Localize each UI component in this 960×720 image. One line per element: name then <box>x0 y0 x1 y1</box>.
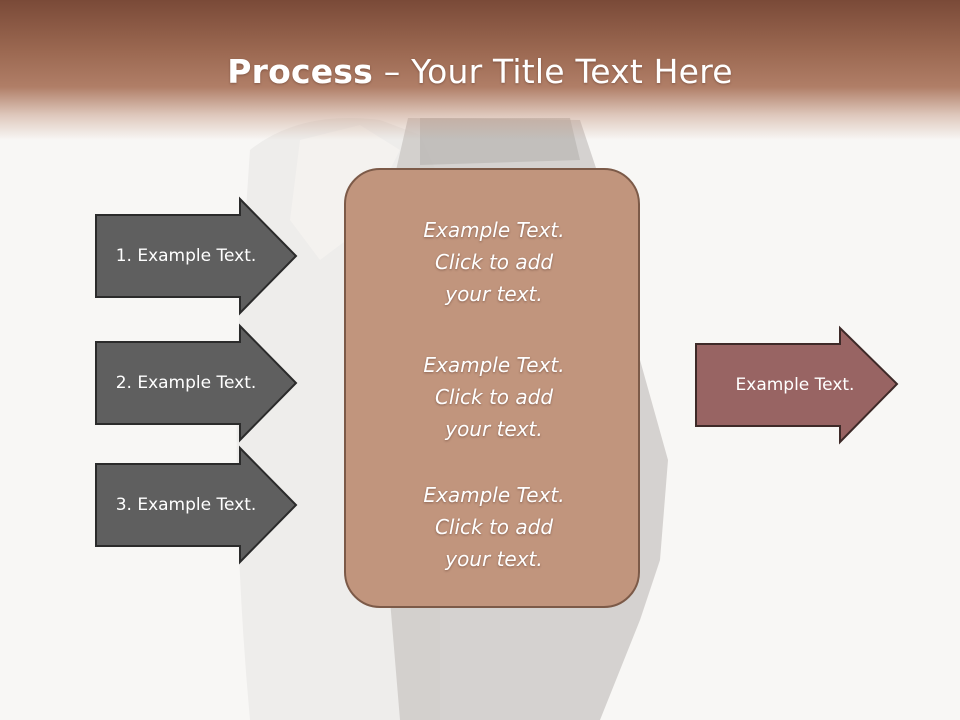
slide-title: Process – Your Title Text Here <box>0 52 960 91</box>
process-box-item-3: Example Text. Click to add your text. <box>346 479 642 575</box>
title-rest: Your Title Text Here <box>411 52 733 91</box>
process-box-item-1: Example Text. Click to add your text. <box>346 214 642 310</box>
input-arrow-label-3: 3. Example Text. <box>115 495 257 515</box>
arrow-shape-2 <box>95 323 298 443</box>
output-arrow[interactable]: Example Text. <box>695 325 899 445</box>
input-arrow-label-1: 1. Example Text. <box>115 246 257 266</box>
title-band <box>0 0 960 140</box>
process-item-2-line-1: Example Text. <box>423 353 565 377</box>
input-arrow-1[interactable]: 1. Example Text. <box>95 196 298 316</box>
input-arrow-2[interactable]: 2. Example Text. <box>95 323 298 443</box>
output-arrow-shape <box>695 325 899 445</box>
output-arrow-label: Example Text. <box>735 375 855 395</box>
process-box[interactable]: Example Text. Click to add your text. Ex… <box>344 168 640 608</box>
process-item-1-line-3: your text. <box>445 282 543 306</box>
process-item-3-line-3: your text. <box>445 547 543 571</box>
process-item-2-line-2: Click to add <box>434 385 554 409</box>
arrow-shape-1 <box>95 196 298 316</box>
process-item-2-line-3: your text. <box>445 417 543 441</box>
process-item-3-line-2: Click to add <box>434 515 554 539</box>
title-bold: Process <box>227 52 373 91</box>
process-box-item-2: Example Text. Click to add your text. <box>346 349 642 445</box>
title-dash: – <box>373 52 412 91</box>
input-arrow-label-2: 2. Example Text. <box>115 373 257 393</box>
process-item-1-line-2: Click to add <box>434 250 554 274</box>
input-arrow-3[interactable]: 3. Example Text. <box>95 445 298 565</box>
process-item-1-line-1: Example Text. <box>423 218 565 242</box>
process-item-3-line-1: Example Text. <box>423 483 565 507</box>
arrow-shape-3 <box>95 445 298 565</box>
